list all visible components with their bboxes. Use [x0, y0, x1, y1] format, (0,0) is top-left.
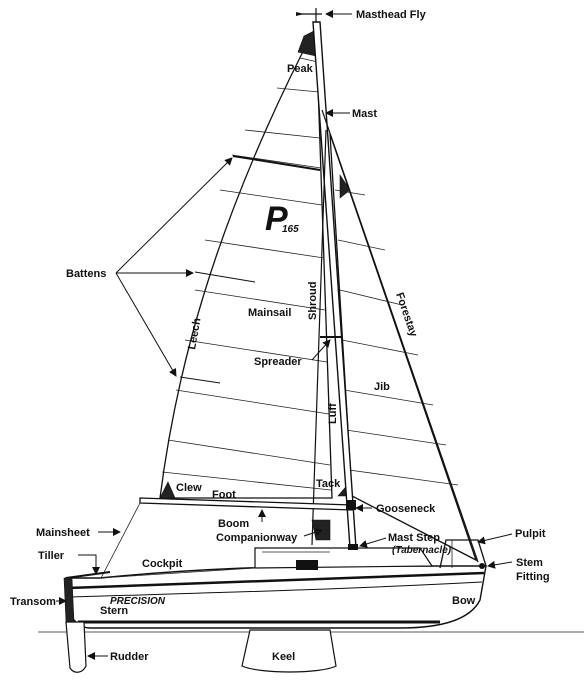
label-stem: Stem	[516, 557, 543, 569]
arrow-tiller	[78, 554, 100, 575]
cabin-port	[296, 560, 318, 570]
label-stern: Stern	[100, 605, 128, 617]
label-mainsheet: Mainsheet	[36, 527, 90, 539]
shroud-line	[311, 129, 327, 546]
keel	[241, 629, 337, 673]
label-leech: Leech	[186, 317, 203, 351]
arrow-stem-fitting	[487, 560, 513, 569]
battens-lines	[179, 155, 321, 384]
label-gooseneck: Gooseneck	[376, 503, 436, 515]
arrow-mast-step	[359, 537, 387, 548]
rudder	[65, 621, 87, 673]
masthead-fly-tail	[296, 12, 304, 16]
mainsail	[159, 23, 333, 499]
cockpit-edge	[99, 567, 256, 579]
label-peak: Peak	[287, 63, 314, 75]
arrow-pulpit	[477, 533, 513, 545]
label-tack: Tack	[316, 478, 341, 490]
label-spreader: Spreader	[254, 356, 302, 368]
label-tabernacle: (Tabernacle)	[392, 545, 452, 556]
label-cockpit: Cockpit	[142, 558, 183, 570]
label-tiller: Tiller	[38, 550, 65, 562]
label-boom: Boom	[218, 518, 249, 530]
label-mainsail: Mainsail	[248, 307, 291, 319]
label-shroud: Shroud	[307, 282, 319, 321]
pulpit-rail	[439, 539, 487, 569]
hull-name: PRECISION	[110, 596, 166, 607]
arrow-batten-3	[115, 272, 177, 377]
arrow-spreader	[311, 339, 331, 361]
hull-stripe-mid	[71, 581, 483, 598]
logo-letter: P	[265, 200, 288, 238]
label-battens: Battens	[66, 268, 106, 280]
mast-step	[348, 544, 358, 550]
mainsail-seams	[161, 57, 332, 491]
hull-stripe-top	[69, 571, 485, 590]
transom	[63, 577, 75, 623]
label-companionway: Companionway	[216, 532, 298, 544]
arrow-batten-1	[115, 157, 233, 274]
label-fitting: Fitting	[516, 571, 550, 583]
label-transom: Transom	[10, 596, 56, 608]
label-rudder: Rudder	[110, 651, 149, 663]
label-mast: Mast	[352, 108, 377, 120]
arrow-companionway	[303, 528, 323, 537]
label-luff: Luff	[327, 403, 339, 424]
clew-patch	[159, 481, 176, 499]
label-foot: Foot	[212, 489, 236, 501]
forestay-line	[321, 109, 479, 563]
logo-number: 165	[282, 224, 299, 235]
boom	[139, 497, 353, 511]
tiller	[65, 571, 111, 579]
label-masthead-fly: Masthead Fly	[356, 9, 427, 21]
gooseneck-fitting	[346, 500, 356, 510]
label-mast-step: Mast Step	[388, 532, 440, 544]
stem-fitting	[479, 563, 485, 569]
label-jib: Jib	[374, 381, 390, 393]
jib-head-patch	[339, 174, 351, 199]
mainsheet-line	[99, 502, 141, 581]
label-clew: Clew	[176, 482, 202, 494]
label-keel: Keel	[272, 651, 295, 663]
label-bow: Bow	[452, 595, 476, 607]
label-pulpit: Pulpit	[515, 528, 546, 540]
